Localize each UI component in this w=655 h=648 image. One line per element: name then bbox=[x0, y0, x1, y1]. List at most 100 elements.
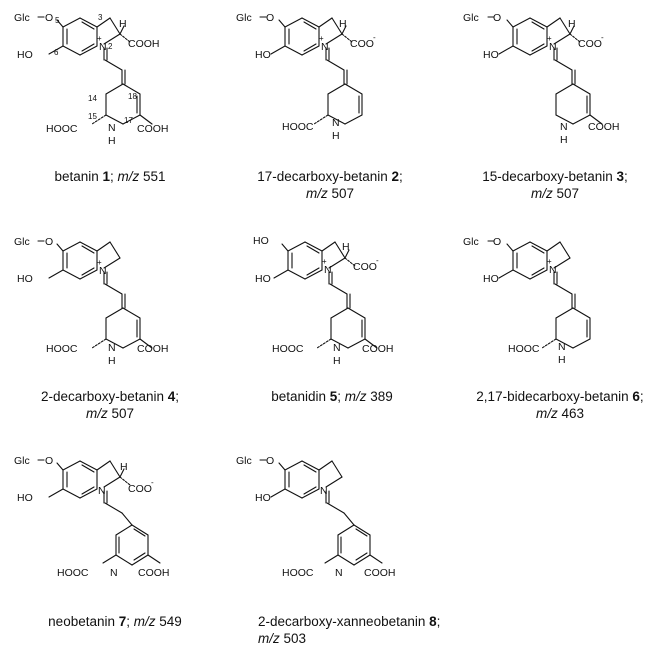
bond-line bbox=[105, 83, 124, 95]
bond-line bbox=[569, 33, 581, 43]
structure-2-17-bidecarboxy-betanin: Glc O HO N + HOOC N H bbox=[463, 236, 566, 366]
hydrogen-label: H bbox=[339, 18, 347, 30]
bond-line bbox=[147, 554, 161, 564]
bond-line bbox=[133, 528, 146, 537]
bond-line bbox=[321, 241, 336, 252]
oxygen-label: O bbox=[266, 12, 274, 24]
bond-line bbox=[589, 114, 603, 125]
bond-line bbox=[287, 241, 306, 252]
bond-line bbox=[91, 338, 107, 349]
hooc-label: HOOC bbox=[272, 343, 304, 355]
bond-line bbox=[109, 17, 121, 35]
bond-line bbox=[56, 462, 64, 471]
bond-line bbox=[324, 554, 339, 564]
oxygen-label: O bbox=[493, 236, 501, 248]
bond-line bbox=[48, 269, 64, 279]
bond-line bbox=[364, 338, 378, 349]
bond-line bbox=[553, 257, 571, 269]
bond-line bbox=[559, 241, 571, 259]
bond-line bbox=[79, 241, 98, 252]
bond-line bbox=[96, 17, 111, 28]
bond-line bbox=[316, 338, 332, 349]
bond-line bbox=[104, 502, 123, 514]
bond-line bbox=[105, 307, 124, 319]
bond-line bbox=[96, 460, 111, 471]
bond-line bbox=[304, 241, 323, 252]
oxygen-label: O bbox=[45, 236, 53, 248]
nitrogen-label: N bbox=[98, 485, 106, 497]
structure-neobetanin: Glc O HO H N COO - HOOC COOH N bbox=[14, 455, 170, 579]
bond-line bbox=[62, 241, 81, 252]
bond-line bbox=[103, 476, 121, 488]
bond-line bbox=[287, 269, 306, 280]
oxygen-label: O bbox=[45, 12, 53, 24]
ring-nh-hydrogen-label: H bbox=[333, 355, 341, 367]
bond-line bbox=[139, 338, 153, 349]
bond-line bbox=[62, 460, 81, 471]
bond-line bbox=[325, 476, 343, 488]
bond-line bbox=[498, 45, 514, 55]
bond-line bbox=[531, 21, 545, 30]
hydrogen-label: H bbox=[120, 461, 128, 473]
positive-charge: + bbox=[322, 257, 327, 266]
bond-line bbox=[303, 21, 317, 30]
bond-line bbox=[506, 243, 514, 252]
hydrogen-label: H bbox=[119, 18, 127, 30]
bond-line bbox=[119, 468, 125, 478]
bond-line bbox=[62, 269, 81, 280]
bond-line bbox=[529, 269, 548, 280]
hydroxy-label: HO bbox=[255, 273, 271, 285]
bond-line bbox=[341, 25, 347, 35]
atom-number: 3 bbox=[98, 13, 103, 22]
ring-nh-hydrogen-label: H bbox=[108, 135, 116, 147]
glc-label: Glc bbox=[236, 455, 252, 467]
hooc-label: HOOC bbox=[46, 123, 78, 135]
nitrogen-plus-label: N bbox=[99, 41, 107, 53]
bond-line bbox=[81, 464, 95, 473]
bond-line bbox=[353, 554, 371, 566]
hydroxy-label: HO bbox=[17, 492, 33, 504]
glc-label: Glc bbox=[14, 455, 30, 467]
hydroxy-top-label: HO bbox=[253, 235, 269, 247]
bond-line bbox=[278, 462, 286, 471]
bond-line bbox=[62, 17, 81, 28]
bond-line bbox=[81, 267, 95, 276]
carboxylate-label: COO bbox=[128, 483, 152, 495]
glc-label: Glc bbox=[14, 12, 30, 24]
ring-nh-hydrogen-label: H bbox=[558, 354, 566, 366]
pyridine-nitrogen-label: N bbox=[110, 567, 118, 579]
bond-line bbox=[104, 59, 123, 71]
bond-line bbox=[344, 249, 350, 259]
positive-charge: + bbox=[97, 34, 102, 43]
hydroxy-label: HO bbox=[483, 49, 499, 61]
bond-line bbox=[301, 45, 320, 56]
bond-line bbox=[330, 307, 349, 319]
bond-line bbox=[301, 17, 320, 28]
bond-line bbox=[81, 43, 95, 52]
bond-line bbox=[278, 19, 286, 28]
bond-line bbox=[355, 528, 368, 537]
caption-compound-7: neobetanin 7; m/z 549 bbox=[48, 614, 182, 629]
bond-line bbox=[559, 17, 571, 35]
bond-line bbox=[546, 17, 561, 28]
bond-line bbox=[131, 554, 149, 566]
bond-line bbox=[347, 338, 366, 349]
bond-line bbox=[531, 245, 545, 254]
bond-line bbox=[341, 33, 353, 43]
oxygen-label: O bbox=[45, 455, 53, 467]
carboxylate-label: COO bbox=[578, 38, 602, 50]
bond-line bbox=[553, 33, 571, 45]
bond-line bbox=[115, 524, 133, 536]
bond-line bbox=[554, 283, 573, 295]
bond-line bbox=[109, 241, 121, 259]
bond-line bbox=[122, 83, 141, 95]
nitrogen-plus-label: N bbox=[549, 264, 557, 276]
bond-line bbox=[96, 241, 111, 252]
atom-number: 15 bbox=[88, 112, 97, 121]
bond-line bbox=[555, 338, 574, 349]
caption-compound-4: 2-decarboxy-betanin 4;m/z 507 bbox=[40, 389, 180, 421]
bond-line bbox=[62, 45, 81, 56]
bond-line bbox=[531, 43, 545, 52]
bond-line bbox=[334, 241, 346, 259]
